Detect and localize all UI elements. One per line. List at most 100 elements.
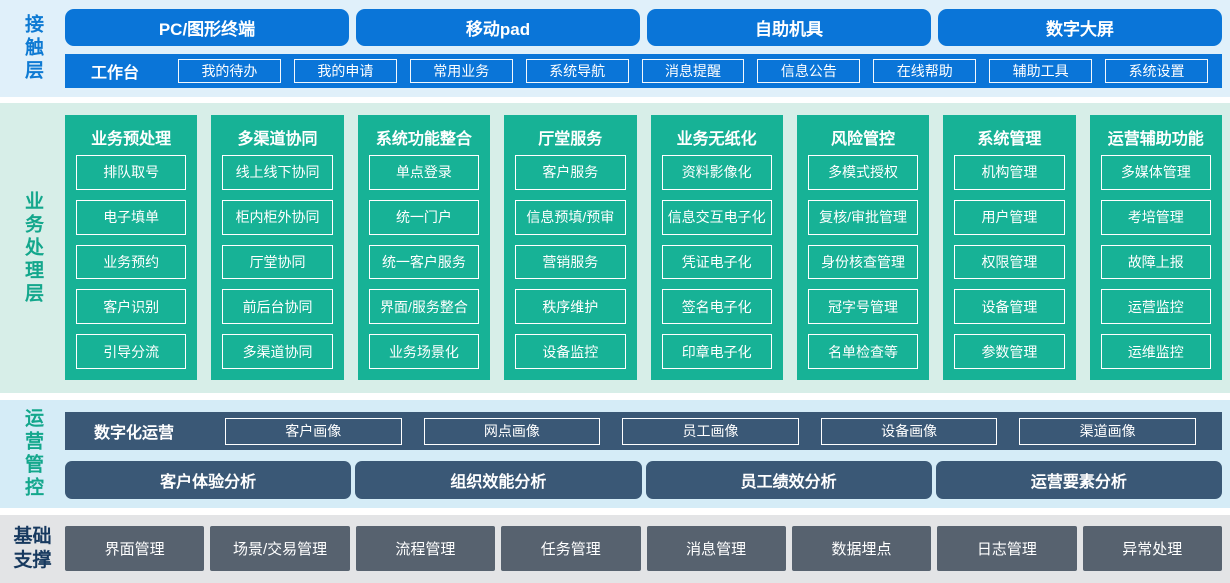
business-layer-band: 业务处理层 业务预处理 排队取号 电子填单 业务预约 客户识别 引导分流 多渠道… <box>0 103 1230 393</box>
column-system-integration: 系统功能整合 单点登录 统一门户 统一客户服务 界面/服务整合 业务场景化 <box>357 115 491 380</box>
feature-box[interactable]: 权限管理 <box>954 244 1065 280</box>
profile-channel-button[interactable]: 渠道画像 <box>1019 417 1196 445</box>
feature-box[interactable]: 厅堂协同 <box>222 244 333 280</box>
column-title: 厅堂服务 <box>538 131 603 148</box>
feature-box[interactable]: 印章电子化 <box>661 334 772 369</box>
workbench-item-announcements[interactable]: 信息公告 <box>757 59 861 83</box>
feature-box[interactable]: 信息预填/预审 <box>515 199 626 235</box>
terminal-pad-button[interactable]: 移动pad <box>356 9 640 46</box>
analysis-row: 客户体验分析 组织效能分析 员工绩效分析 运营要素分析 <box>65 461 1222 499</box>
terminal-bigscreen-button[interactable]: 数字大屏 <box>938 9 1222 46</box>
workbench-item-applications[interactable]: 我的申请 <box>293 59 397 83</box>
feature-box[interactable]: 名单检查等 <box>807 334 919 369</box>
column-title: 业务无纸化 <box>676 131 757 148</box>
foundation-layer-label-text: 基础支撑 <box>13 526 52 571</box>
feature-box[interactable]: 冠字号管理 <box>807 289 919 325</box>
feature-box[interactable]: 统一门户 <box>368 199 480 235</box>
column-risk-control: 风险管控 多模式授权 复核/审批管理 身份核查管理 冠字号管理 名单检查等 <box>796 115 930 380</box>
analysis-org-efficiency-button[interactable]: 组织效能分析 <box>355 461 642 499</box>
feature-box[interactable]: 用户管理 <box>954 199 1065 235</box>
feature-box[interactable]: 电子填单 <box>76 199 187 235</box>
digital-ops-bar: 数字化运营 客户画像 网点画像 员工画像 设备画像 渠道画像 <box>65 412 1222 450</box>
feature-box[interactable]: 柜内柜外协同 <box>222 199 333 235</box>
feature-box[interactable]: 多渠道协同 <box>222 334 333 369</box>
foundation-layer-label: 基础支撑 <box>0 515 65 583</box>
column-lobby-service: 厅堂服务 客户服务 信息预填/预审 营销服务 秩序维护 设备监控 <box>504 115 637 380</box>
feature-box[interactable]: 排队取号 <box>76 155 187 190</box>
feature-box[interactable]: 秩序维护 <box>515 289 626 325</box>
terminal-pc-button[interactable]: PC/图形终端 <box>65 9 349 46</box>
feature-box[interactable]: 引导分流 <box>76 334 187 369</box>
section-divider <box>0 508 1230 515</box>
workbench-item-tools[interactable]: 辅助工具 <box>989 59 1093 83</box>
contact-layer-content: PC/图形终端 移动pad 自助机具 数字大屏 工作台 我的待办 我的申请 常用… <box>65 0 1230 97</box>
profile-branch-button[interactable]: 网点画像 <box>423 417 601 445</box>
operations-layer-label-text: 运营管控 <box>22 408 43 500</box>
foundation-scene-transaction-button[interactable]: 场景/交易管理 <box>210 526 350 571</box>
profile-employee-button[interactable]: 员工画像 <box>622 417 799 445</box>
section-divider <box>0 97 1230 103</box>
feature-box[interactable]: 多媒体管理 <box>1100 155 1211 190</box>
feature-box[interactable]: 资料影像化 <box>661 155 772 190</box>
foundation-layer-band: 基础支撑 界面管理 场景/交易管理 流程管理 任务管理 消息管理 数据埋点 日志… <box>0 515 1230 583</box>
feature-box[interactable]: 考培管理 <box>1100 199 1211 235</box>
feature-box[interactable]: 运营监控 <box>1100 289 1211 325</box>
feature-box[interactable]: 统一客户服务 <box>368 244 480 280</box>
analysis-employee-performance-button[interactable]: 员工绩效分析 <box>645 461 932 499</box>
feature-box[interactable]: 客户服务 <box>515 155 626 190</box>
workbench-bar: 工作台 我的待办 我的申请 常用业务 系统导航 消息提醒 信息公告 在线帮助 辅… <box>65 54 1222 88</box>
feature-box[interactable]: 故障上报 <box>1100 244 1211 280</box>
workbench-item-notifications[interactable]: 消息提醒 <box>641 59 745 83</box>
column-title: 系统功能整合 <box>375 131 472 148</box>
terminal-row: PC/图形终端 移动pad 自助机具 数字大屏 <box>65 9 1222 46</box>
foundation-message-button[interactable]: 消息管理 <box>646 526 786 571</box>
feature-box[interactable]: 运维监控 <box>1100 334 1211 369</box>
workbench-label: 工作台 <box>90 65 139 82</box>
workbench-item-settings[interactable]: 系统设置 <box>1105 59 1209 83</box>
terminal-selfservice-button[interactable]: 自助机具 <box>647 9 931 46</box>
feature-box[interactable]: 信息交互电子化 <box>661 199 772 235</box>
workbench-item-common-business[interactable]: 常用业务 <box>409 59 513 83</box>
workbench-item-navigation[interactable]: 系统导航 <box>525 59 629 83</box>
foundation-data-tracking-button[interactable]: 数据埋点 <box>791 526 932 571</box>
foundation-ui-management-button[interactable]: 界面管理 <box>65 526 205 571</box>
foundation-process-button[interactable]: 流程管理 <box>355 526 496 571</box>
feature-box[interactable]: 营销服务 <box>515 244 626 280</box>
feature-box[interactable]: 业务预约 <box>76 244 187 280</box>
feature-box[interactable]: 签名电子化 <box>661 289 772 325</box>
foundation-log-button[interactable]: 日志管理 <box>937 526 1077 571</box>
feature-box[interactable]: 凭证电子化 <box>661 244 772 280</box>
feature-box[interactable]: 复核/审批管理 <box>807 199 919 235</box>
foundation-task-button[interactable]: 任务管理 <box>501 526 641 571</box>
column-multichannel: 多渠道协同 线上线下协同 柜内柜外协同 厅堂协同 前后台协同 多渠道协同 <box>211 115 344 380</box>
feature-box[interactable]: 业务场景化 <box>368 334 480 369</box>
feature-box[interactable]: 单点登录 <box>368 155 480 190</box>
feature-box[interactable]: 身份核查管理 <box>807 244 919 280</box>
feature-box[interactable]: 界面/服务整合 <box>368 289 480 325</box>
profile-customer-button[interactable]: 客户画像 <box>225 417 402 445</box>
operations-layer-band: 运营管控 数字化运营 客户画像 网点画像 员工画像 设备画像 渠道画像 客户体验… <box>0 400 1230 508</box>
feature-box[interactable]: 设备管理 <box>954 289 1065 325</box>
operations-layer-label: 运营管控 <box>0 400 65 508</box>
analysis-ops-elements-button[interactable]: 运营要素分析 <box>935 461 1222 499</box>
column-title: 业务预处理 <box>91 131 172 148</box>
feature-box[interactable]: 多模式授权 <box>807 155 919 190</box>
feature-box[interactable]: 机构管理 <box>954 155 1065 190</box>
column-title: 系统管理 <box>977 131 1042 148</box>
contact-layer-label-text: 接触层 <box>22 14 43 83</box>
column-paperless: 业务无纸化 资料影像化 信息交互电子化 凭证电子化 签名电子化 印章电子化 <box>650 115 783 380</box>
workbench-item-todo[interactable]: 我的待办 <box>178 59 281 83</box>
profile-device-button[interactable]: 设备画像 <box>820 417 998 445</box>
feature-box[interactable]: 设备监控 <box>515 334 626 369</box>
feature-box[interactable]: 线上线下协同 <box>222 155 333 190</box>
feature-box[interactable]: 客户识别 <box>76 289 187 325</box>
business-layer-label: 业务处理层 <box>0 103 65 393</box>
workbench-item-online-help[interactable]: 在线帮助 <box>873 59 977 83</box>
column-ops-assist: 运营辅助功能 多媒体管理 考培管理 故障上报 运营监控 运维监控 <box>1089 115 1222 380</box>
foundation-layer-content: 界面管理 场景/交易管理 流程管理 任务管理 消息管理 数据埋点 日志管理 异常… <box>65 515 1230 583</box>
analysis-customer-experience-button[interactable]: 客户体验分析 <box>65 461 352 499</box>
feature-box[interactable]: 前后台协同 <box>222 289 333 325</box>
feature-box[interactable]: 参数管理 <box>954 334 1065 369</box>
foundation-exception-button[interactable]: 异常处理 <box>1082 526 1222 571</box>
